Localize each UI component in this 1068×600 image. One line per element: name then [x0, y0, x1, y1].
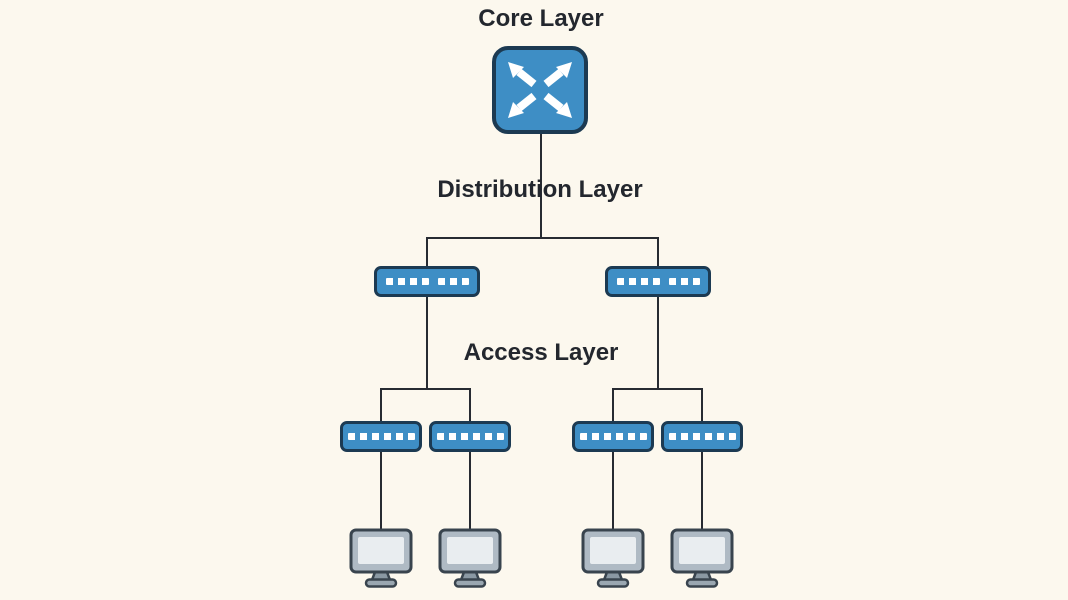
switch-port-leds: [385, 278, 429, 285]
switch-port-leds: [347, 433, 415, 440]
connector-dist2-trunk: [657, 294, 659, 389]
arrow-down-right: [543, 92, 572, 118]
four-way-arrows-icon: [508, 62, 572, 118]
arrow-up-left: [508, 62, 537, 88]
arrow-up-right: [543, 62, 572, 88]
access-layer-label: Access Layer: [463, 339, 619, 366]
distribution-switch-1: [374, 266, 480, 297]
switch-port-leds: [668, 278, 700, 285]
switch-port-leds: [668, 433, 736, 440]
switch-port-leds: [437, 278, 469, 285]
connector-drop-dist-1: [426, 237, 428, 268]
connector-access-bus-left: [380, 388, 471, 390]
desktop-computer-icon-3: [581, 528, 645, 588]
access-switch-1: [340, 421, 422, 452]
access-switch-4: [661, 421, 743, 452]
distribution-switch-2: [605, 266, 711, 297]
desktop-computer-icon-1: [349, 528, 413, 588]
connector-core-to-split: [540, 131, 542, 238]
access-switch-2: [429, 421, 511, 452]
arrow-down-left: [508, 92, 537, 118]
connector-access4-to-pc4: [701, 450, 703, 532]
connector-distribution-bus: [426, 237, 659, 239]
core-switch-icon: [492, 46, 588, 134]
connector-drop-access-3: [612, 388, 614, 423]
desktop-computer-icon-2: [438, 528, 502, 588]
desktop-computer-icon-4: [670, 528, 734, 588]
connector-access3-to-pc3: [612, 450, 614, 532]
connector-access1-to-pc1: [380, 450, 382, 532]
connector-drop-access-2: [469, 388, 471, 423]
connector-access-bus-right: [612, 388, 703, 390]
distribution-layer-label: Distribution Layer: [437, 176, 643, 203]
connector-drop-access-4: [701, 388, 703, 423]
access-switch-3: [572, 421, 654, 452]
connector-drop-access-1: [380, 388, 382, 423]
connector-access2-to-pc2: [469, 450, 471, 532]
switch-port-leds: [436, 433, 504, 440]
switch-port-leds: [579, 433, 647, 440]
switch-port-leds: [616, 278, 660, 285]
core-layer-label: Core Layer: [478, 5, 604, 32]
connector-dist1-trunk: [426, 294, 428, 389]
connector-drop-dist-2: [657, 237, 659, 268]
